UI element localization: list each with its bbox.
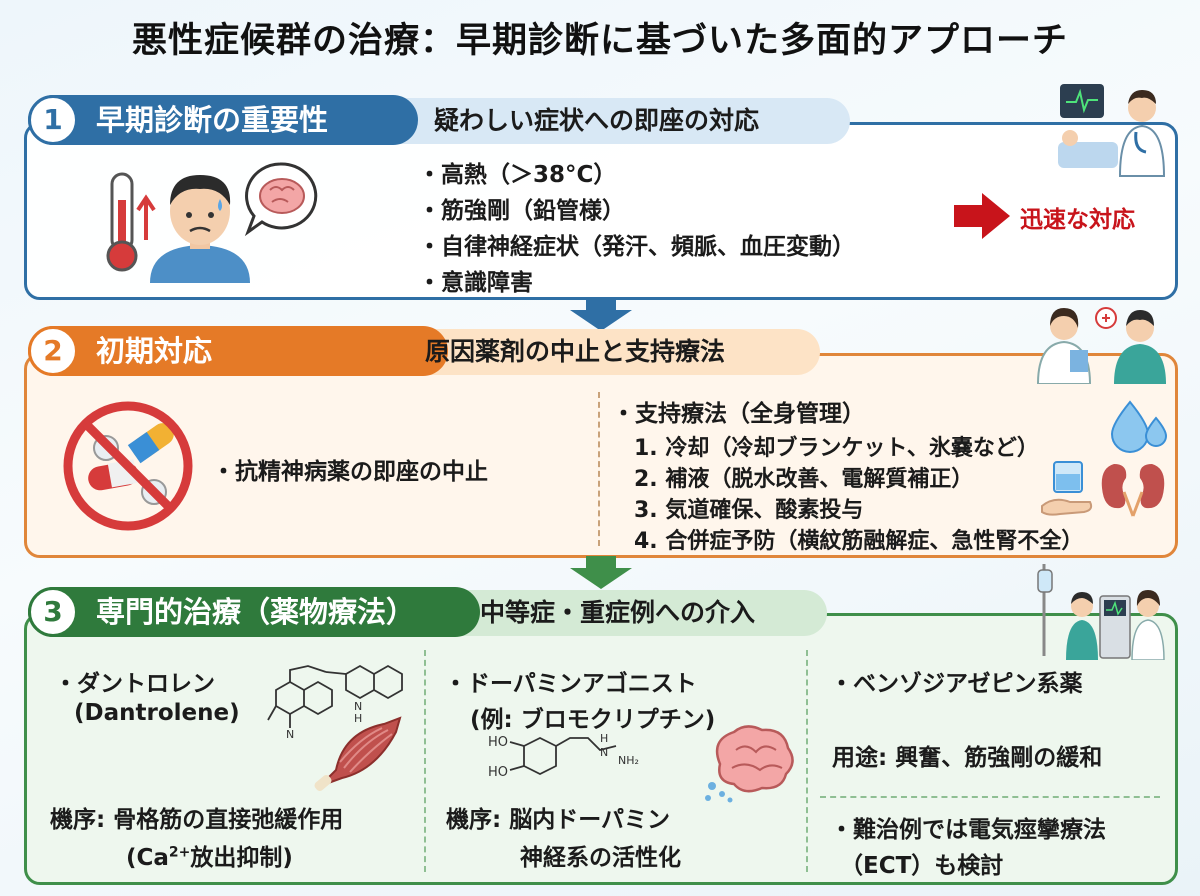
brain-icon	[705, 725, 794, 803]
section-3-heading-bar	[28, 587, 480, 637]
arrow-down-icon	[570, 298, 632, 331]
support-item-complications: 4. 合併症予防（横紋筋融解症、急性腎不全）	[634, 529, 1084, 554]
support-item-fluids: 2. 補液（脱水改善、電解質補正）	[634, 467, 974, 492]
support-item-cooling: 1. 冷却（冷却ブランケット、氷嚢など）	[634, 436, 1039, 461]
section-3-divider-2	[806, 650, 808, 872]
rapid-response-label: 迅速な対応	[1020, 207, 1135, 233]
dopamine-mechanism: 機序: 脳内ドーパミン	[446, 807, 670, 833]
kidney-icon	[1101, 464, 1165, 517]
support-item-airway: 3. 気道確保、酸素投与	[634, 498, 864, 523]
dantrolene-name: ・ダントロレン	[54, 671, 215, 697]
section-2-subheading-bar	[400, 329, 820, 375]
arrow-right-icon	[954, 193, 1010, 239]
dopamine-agonist-name: ・ドーパミンアゴニスト	[444, 671, 697, 697]
section-2-heading: 初期対応	[96, 334, 213, 368]
molecule-icon: HO HO H N NH₂	[488, 732, 639, 780]
patient-icon	[150, 175, 250, 283]
molecule-icon: N N H	[267, 664, 403, 741]
muscle-icon	[314, 716, 402, 791]
benzodiazepine-name: ・ベンゾジアゼピン系薬	[830, 671, 1083, 697]
section-1-number: 1	[28, 95, 78, 145]
molecule-label-hydrogen: H	[600, 732, 608, 745]
release-inhibition-text: 放出抑制)	[190, 845, 293, 871]
molecule-label-hydroxyl-2: HO	[488, 765, 508, 780]
section-1-heading-bar	[28, 95, 418, 145]
svg-text:N: N	[354, 700, 362, 713]
section-3-number: 3	[28, 587, 78, 637]
support-therapy-title: ・支持療法（全身管理）	[612, 401, 865, 427]
dantrolene-mechanism: 機序: 骨格筋の直接弛緩作用	[50, 807, 344, 833]
ect-line-1: ・難治例では電気痙攣療法	[830, 817, 1106, 843]
section-3-divider-1	[424, 650, 426, 872]
calcium-charge: 2+	[168, 844, 191, 861]
hand-water-icon	[1041, 461, 1093, 516]
section-1-subheading-bar	[380, 98, 850, 144]
molecule-label-nitrogen: N	[600, 746, 608, 759]
svg-text:N: N	[286, 728, 294, 741]
molecule-label-amine: NH₂	[618, 754, 639, 767]
thermometer-icon	[106, 172, 156, 272]
section-1-heading: 早期診断の重要性	[96, 103, 329, 137]
page-title: 悪性症候群の治療：早期診断に基づいた多面的アプローチ	[131, 21, 1068, 61]
calcium-text: (Ca	[126, 845, 169, 871]
svg-text:H: H	[354, 712, 362, 725]
section-3-subheading-bar	[455, 590, 827, 636]
section-3-subheading: 中等症・重症例への介入	[480, 598, 756, 627]
dantrolene-latin: (Dantrolene)	[74, 700, 240, 726]
benzodiazepine-usage: 用途: 興奮、筋強剛の緩和	[832, 745, 1103, 771]
water-drop-icon	[1110, 400, 1168, 453]
dantrolene-mechanism-detail: (Ca2+放出抑制)	[126, 838, 293, 872]
medical-team-icon	[1036, 307, 1166, 384]
brain-icon	[244, 162, 318, 237]
doctor-monitor-icon	[1058, 84, 1166, 177]
section-2-divider	[598, 392, 600, 546]
ect-line-2: （ECT）も検討	[840, 853, 1004, 879]
section-2-number: 2	[28, 326, 78, 376]
arrow-down-icon	[570, 556, 632, 589]
dopamine-agonist-example: (例: ブロモクリプチン)	[470, 707, 716, 733]
stop-antipsychotic: ・抗精神病薬の即座の中止	[212, 459, 488, 485]
section-3-heading: 専門的治療（薬物療法）	[96, 595, 416, 629]
molecule-label-hydroxyl-1: HO	[488, 735, 508, 750]
section-2-heading-bar	[28, 326, 448, 376]
section-1-subheading: 疑わしい症状への即座の対応	[434, 106, 760, 135]
section-2-frame	[24, 353, 1178, 558]
section-3-divider-3	[820, 796, 1160, 798]
symptom-autonomic: ・自律神経症状（発汗、頻脈、血圧変動）	[418, 234, 855, 260]
dopamine-mechanism-detail: 神経系の活性化	[520, 845, 681, 871]
symptom-consciousness: ・意識障害	[418, 270, 533, 296]
section-2-subheading: 原因薬剤の中止と支持療法	[425, 337, 726, 366]
symptom-fever: ・高熱（＞38°C）	[418, 162, 617, 188]
symptom-rigidity: ・筋強剛（鉛管様）	[418, 198, 625, 224]
icu-team-icon	[1037, 564, 1165, 660]
no-pills-icon	[63, 401, 193, 531]
